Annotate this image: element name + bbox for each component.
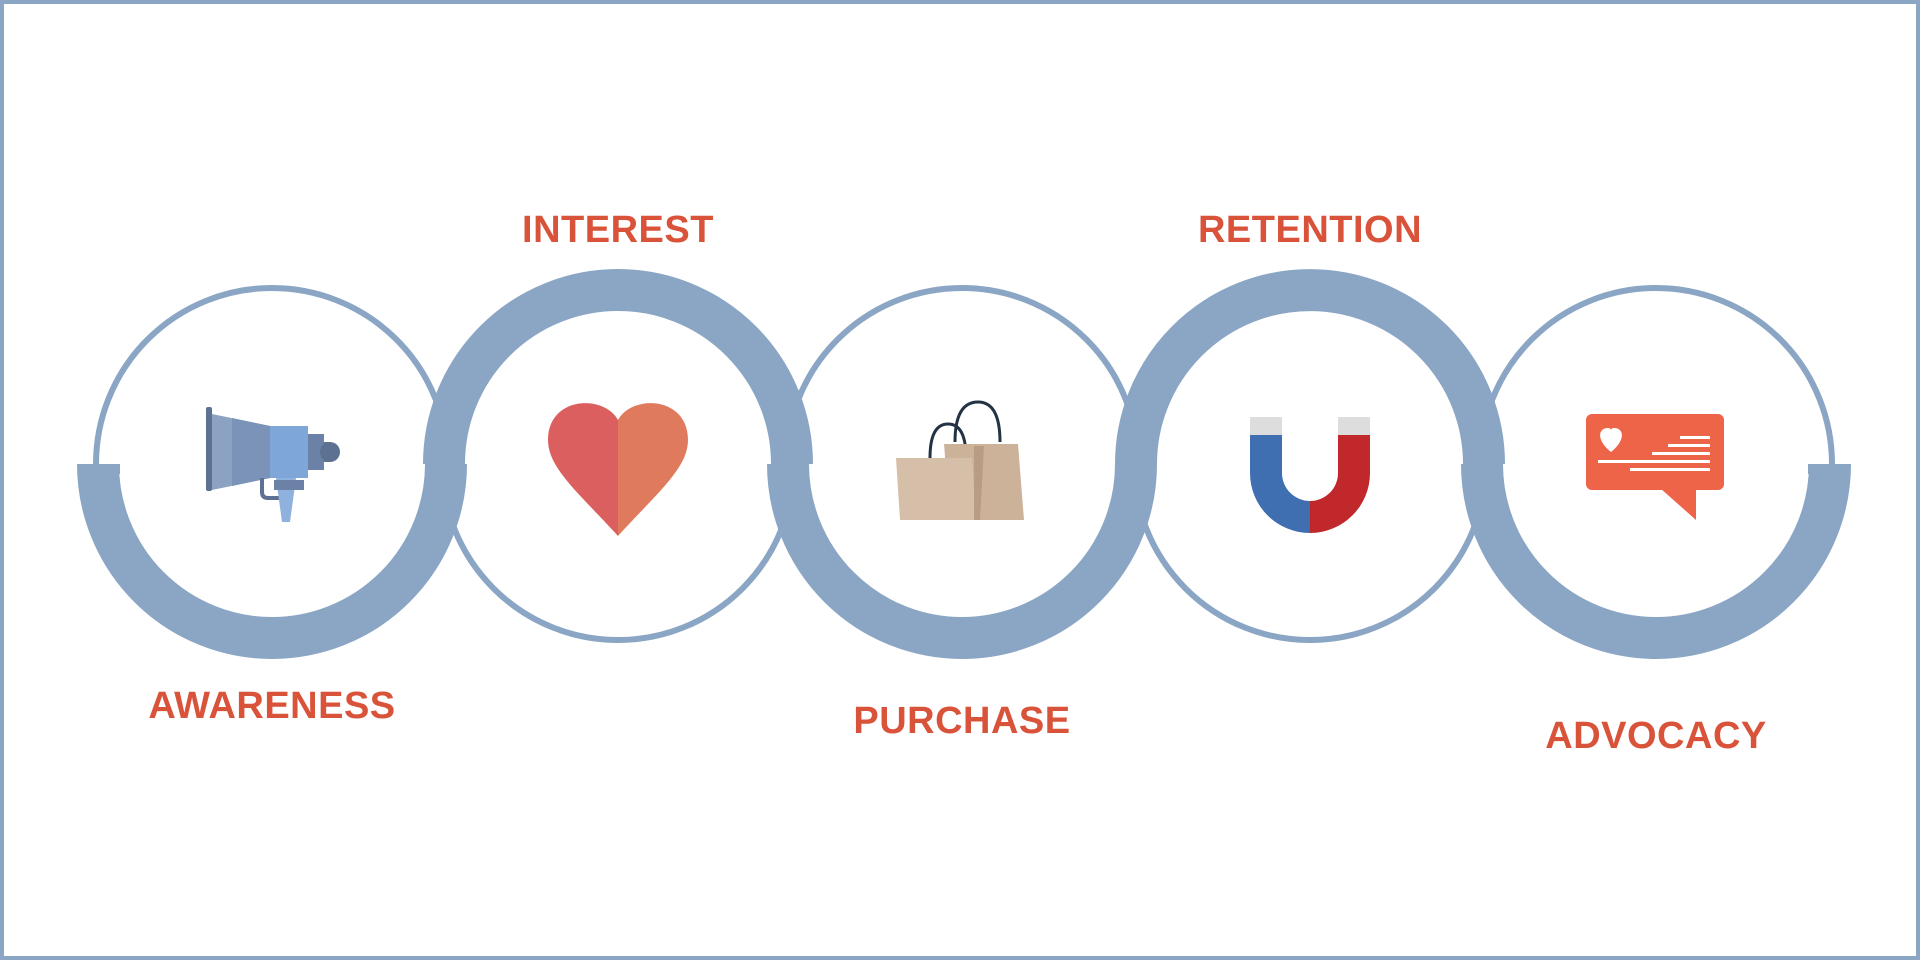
thick-arcs (77, 269, 1851, 659)
customer-journey-diagram (77, 269, 1851, 659)
stage-label-retention: RETENTION (1197, 209, 1423, 251)
stage-label-purchase: PURCHASE (853, 700, 1071, 742)
left-end-cap (78, 464, 120, 474)
stage-label-interest: INTEREST (522, 209, 714, 251)
stage-label-awareness: AWARENESS (148, 685, 396, 727)
shopping-bag-icon (896, 400, 1024, 520)
chat-bubble-icon (1586, 414, 1724, 520)
stage-label-advocacy: ADVOCACY (1545, 715, 1767, 757)
arc-retention-top (1115, 269, 1505, 465)
magnet-icon (1250, 417, 1370, 533)
arc-advocacy-bottom (1461, 463, 1851, 659)
right-end-cap (1808, 464, 1850, 474)
megaphone-icon (206, 407, 340, 522)
arc-purchase-bottom (767, 463, 1157, 659)
heart-icon (548, 403, 688, 536)
arc-interest-top (423, 269, 813, 465)
arc-awareness-bottom (77, 463, 467, 659)
